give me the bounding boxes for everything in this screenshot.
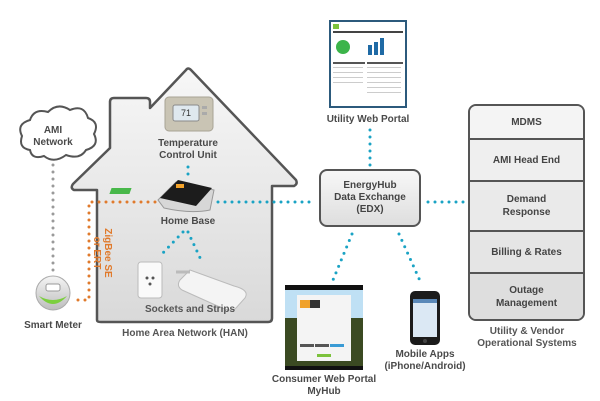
- operational-systems-caption: Utility & Vendor Operational Systems: [466, 326, 588, 350]
- ops-caption-line-1: Utility & Vendor: [489, 326, 565, 337]
- home-base-label: Home Base: [160, 216, 216, 227]
- wall-socket: [137, 261, 163, 299]
- tcu-line-2: Control Unit: [159, 150, 217, 161]
- edx-line-3: (EDX): [356, 204, 384, 215]
- ops-row-text: AMI Head End: [492, 154, 561, 166]
- ops-row-demand-response: Demand Response: [470, 182, 583, 232]
- han-label: Home Area Network (HAN): [122, 328, 248, 339]
- consumer-line-2: MyHub: [307, 386, 341, 397]
- ami-network-label: AMI Network: [28, 125, 78, 149]
- ops-row-text: Billing & Rates: [491, 246, 562, 258]
- edx-line-2: Data Exchange: [334, 192, 406, 203]
- zigbee-line-1: ZigBee SE: [102, 228, 113, 278]
- mobile-line-2: (iPhone/Android): [384, 361, 466, 372]
- link-edx-mobile: [397, 232, 423, 285]
- utility-web-portal-label: Utility Web Portal: [326, 114, 410, 125]
- zigbee-label: ZigBee SE or ERT: [91, 213, 113, 293]
- temperature-control-unit-label: Temperature Control Unit: [148, 138, 228, 162]
- consumer-web-portal-label: Consumer Web Portal MyHub: [268, 374, 380, 398]
- ops-caption-line-2: Operational Systems: [477, 338, 577, 349]
- ami-network-line-2: Network: [33, 137, 73, 148]
- link-edx-consumer: [331, 232, 354, 282]
- ops-row-billing-rates: Billing & Rates: [470, 232, 583, 274]
- power-strip: [176, 269, 247, 311]
- ops-row-text: Outage: [509, 284, 544, 296]
- ops-row-mdms: MDMS: [470, 106, 583, 140]
- ops-row-outage-management: Outage Management: [470, 274, 583, 319]
- utility-web-portal-screenshot: [329, 20, 407, 108]
- ami-network-cloud: [19, 105, 97, 161]
- consumer-line-1: Consumer Web Portal: [271, 374, 377, 385]
- ops-row-text: Demand: [506, 194, 547, 205]
- sockets-and-strips-label: Sockets and Strips: [144, 304, 236, 315]
- operational-systems-stack: MDMS AMI Head End Demand Response Billin…: [468, 104, 585, 321]
- ops-row-ami-head-end: AMI Head End: [470, 140, 583, 182]
- ops-row-text: MDMS: [511, 116, 542, 128]
- link-homebase-strip: [186, 230, 204, 264]
- ops-row-text: Management: [495, 297, 558, 309]
- ami-network-line-1: AMI: [43, 125, 63, 136]
- home-base-device: [109, 180, 215, 213]
- smart-meter-device: [35, 275, 71, 311]
- mobile-line-1: Mobile Apps: [395, 349, 455, 360]
- teal-links: [158, 128, 468, 285]
- edx-line-1: EnergyHub: [343, 180, 397, 191]
- thermostat-device: [164, 96, 214, 132]
- edx-box: EnergyHub Data Exchange (EDX): [319, 169, 421, 227]
- tcu-line-1: Temperature: [158, 138, 218, 149]
- mobile-apps-label: Mobile Apps (iPhone/Android): [382, 349, 468, 373]
- smart-meter-label: Smart Meter: [24, 320, 82, 331]
- link-homebase-socket: [158, 230, 185, 258]
- consumer-web-portal-screenshot: [285, 285, 363, 370]
- mobile-phone-device: [410, 291, 440, 345]
- ops-row-text: Response: [502, 207, 551, 218]
- thermostat-display-text: 71: [180, 108, 191, 118]
- zigbee-line-2: or ERT: [91, 236, 102, 270]
